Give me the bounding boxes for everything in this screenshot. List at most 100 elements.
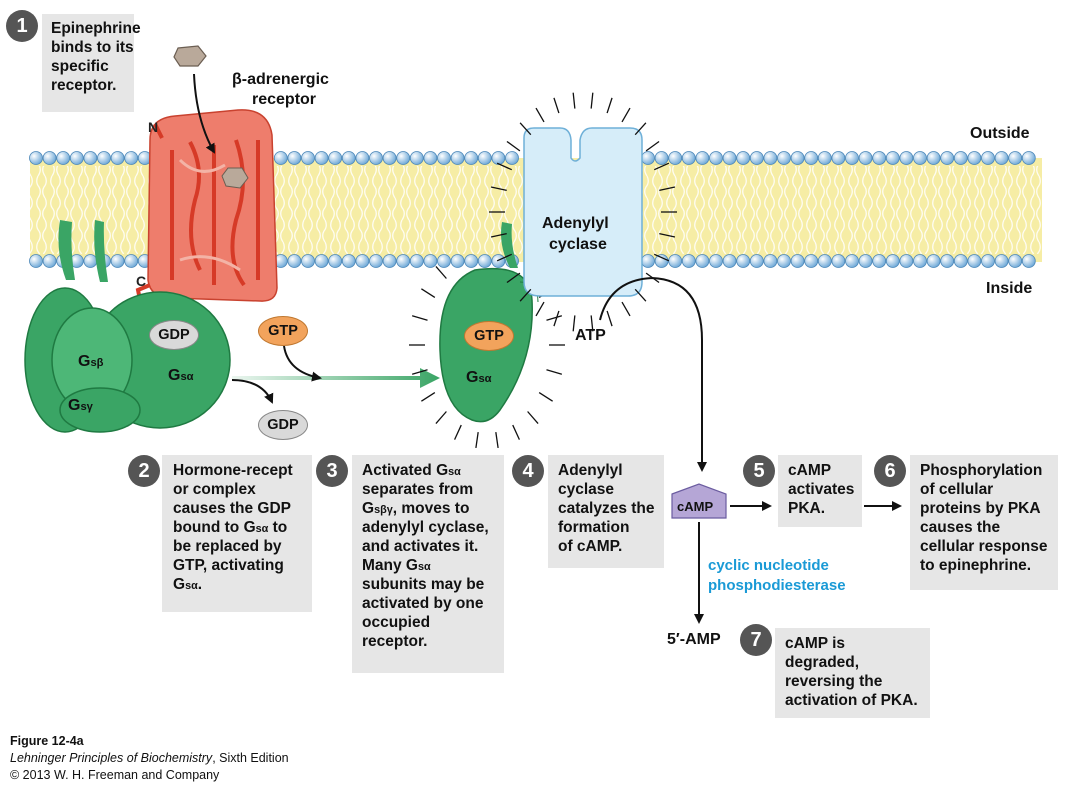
step-3-line: occupied [362,614,431,631]
activation-line [538,392,553,402]
lipid-head [1021,151,1036,165]
activation-line [572,315,576,332]
n-terminus-label: N [148,119,159,135]
lipid-head [110,151,125,165]
lipid-head [967,254,982,268]
lipid-head [885,254,900,268]
step-7-line: cAMP is [785,635,846,652]
lipid-head [124,151,139,165]
lipid-head [328,151,343,165]
lipid-head [437,151,451,165]
step-6-box: Phosphorylation of cellular proteins by … [910,455,1058,590]
lipid-head [273,151,288,165]
activation-line [553,310,560,327]
lipid-head [681,254,696,268]
step-5-line: cAMP [788,462,832,479]
step-3-line: Gsβγ, moves to [362,500,470,517]
lipid-head [831,254,846,268]
lipid-head [29,254,43,268]
activation-line [606,310,613,327]
step-1-box: Epinephrine binds to its specific recept… [42,14,141,112]
lipid-head [872,151,887,165]
step-7-box: cAMP is degraded, reversing the activati… [775,628,930,718]
lipid-head [369,151,383,165]
lipid-head [681,151,696,165]
activation-line [490,186,507,192]
activation-line [606,97,613,114]
lipid-head [953,151,968,165]
lipid-head [110,254,125,268]
step-6-line: cellular response [920,538,1048,555]
step-6-line: causes the [920,519,1001,536]
lipid-head [69,151,84,165]
gdp-out-arrow [231,379,274,404]
lipid-head [736,254,751,268]
step-3-line: Many Gsα [362,557,431,574]
lipid-head [845,151,859,165]
step-4-line: cyclase [558,481,615,498]
lipid-head [940,151,955,165]
phosphodiesterase-label-line1: cyclic nucleotide [708,557,829,574]
activation-lines-cyclase [489,92,677,332]
lipid-head [314,151,329,165]
step-3-line: Activated Gsα [362,462,461,479]
activation-line [621,107,631,123]
step-5-line: PKA. [788,500,826,517]
activation-line [435,411,447,425]
lipid-head [777,151,791,165]
lipid-head [981,151,995,165]
lipid-head [722,151,737,165]
step-2-line: be replaced by [173,538,282,555]
step-1-line: binds to its [51,39,134,56]
activation-arrow [232,368,440,388]
step-4-line: Adenylyl [558,462,623,479]
lipid-head [777,254,791,268]
step-5-number: 5 [743,455,775,487]
c-terminus-label: C [136,273,147,289]
activation-line [553,97,560,114]
g-beta-label: Gsβ [78,353,104,370]
activation-line [496,162,513,171]
lipid-head [994,254,1009,268]
activation-line [421,392,436,402]
lipid-head [382,151,397,165]
lipid-head [804,151,819,165]
lipid-head [355,254,370,268]
lipid-head [450,151,465,165]
step-3-box: Activated Gsα separates from Gsβγ, moves… [352,455,504,673]
step-6-line: proteins by PKA [920,500,1041,517]
receptor-label-line1: β-adrenergic [232,71,329,88]
activation-line [527,411,539,425]
lipid-head [437,254,451,268]
binding-arrow [193,73,215,154]
activation-line [634,122,647,136]
step-1-number: 1 [6,10,38,42]
step-7-line: degraded, [785,654,860,671]
g-gamma-label: Gsγ [68,397,93,414]
adenylyl-cyclase [523,127,643,297]
adenylyl-cyclase-label-line2: cyclase [549,236,607,253]
lipid-head [953,254,968,268]
lipid-head [736,151,751,165]
step-6-number: 6 [874,455,906,487]
step-3-line: separates from [362,481,474,498]
lipid-head [790,254,805,268]
activation-line [634,288,647,302]
figure-number: Figure 12-4a [10,734,84,748]
lipid-head [396,254,411,268]
gtp-bound-badge: GTP [464,321,514,351]
adenylyl-cyclase-label-line1: Adenylyl [542,215,609,232]
activation-line [475,432,479,449]
lipid-head [845,254,859,268]
lipid-head [817,254,832,268]
step-4-box: Adenylyl cyclase catalyzes the formation… [548,455,664,568]
step-3-line: activated by one [362,595,484,612]
step-4-line: of cAMP. [558,538,623,555]
activation-line [590,315,594,332]
lipid-head [709,254,723,268]
step-2-line: Hormone-recept [173,462,293,479]
lipid-head [926,254,941,268]
activation-line [659,186,676,192]
lipid-head [668,151,683,165]
beta-adrenergic-receptor [135,109,278,302]
